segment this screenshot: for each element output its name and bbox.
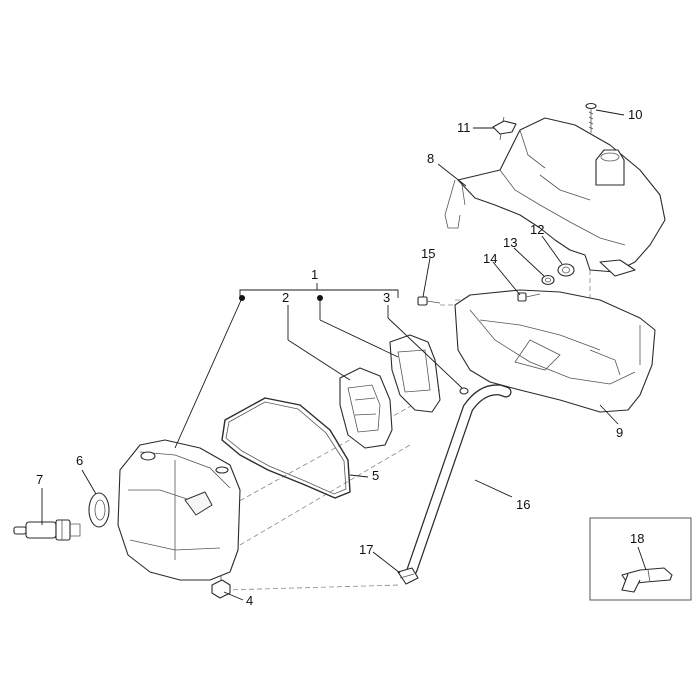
callout-1: 1 — [311, 267, 319, 282]
hose-clip — [397, 567, 419, 585]
callout-15: 15 — [421, 246, 436, 261]
valve-cover-upper — [444, 117, 666, 277]
gasket — [221, 397, 351, 499]
callout-13: 13 — [503, 235, 518, 250]
washer-13 — [541, 274, 555, 286]
callout-5: 5 — [372, 468, 380, 483]
breather-hose — [406, 384, 512, 576]
kit-bracket-1 — [239, 283, 399, 301]
spark-plug — [13, 519, 81, 541]
cover-plate — [389, 334, 441, 413]
callout-8: 8 — [427, 151, 435, 166]
callout-11: 11 — [457, 120, 471, 135]
bolt-4 — [211, 575, 231, 599]
seal-ring — [88, 492, 110, 528]
callout-2: 2 — [282, 290, 290, 305]
lower-tray-cover — [454, 289, 656, 413]
callout-14: 14 — [483, 251, 498, 266]
reed-plate — [339, 367, 393, 449]
callout-3: 3 — [383, 290, 391, 305]
callout-16: 16 — [516, 497, 531, 512]
callout-17: 17 — [359, 542, 374, 557]
screw-10 — [585, 102, 597, 133]
callout-10: 10 — [628, 107, 643, 122]
callout-4: 4 — [246, 593, 254, 608]
plate-screw — [459, 387, 469, 395]
leader-lines — [41, 109, 647, 601]
cylinder-head-cover — [117, 439, 241, 581]
callout-9: 9 — [616, 425, 624, 440]
bolt-15 — [417, 296, 441, 306]
clip-fastener-11 — [492, 116, 517, 141]
grommet-12 — [557, 263, 575, 277]
callout-18: 18 — [630, 531, 645, 546]
callout-12: 12 — [530, 222, 545, 237]
callout-6: 6 — [76, 453, 84, 468]
callout-7: 7 — [36, 472, 44, 487]
inset-box-18 — [589, 517, 692, 601]
